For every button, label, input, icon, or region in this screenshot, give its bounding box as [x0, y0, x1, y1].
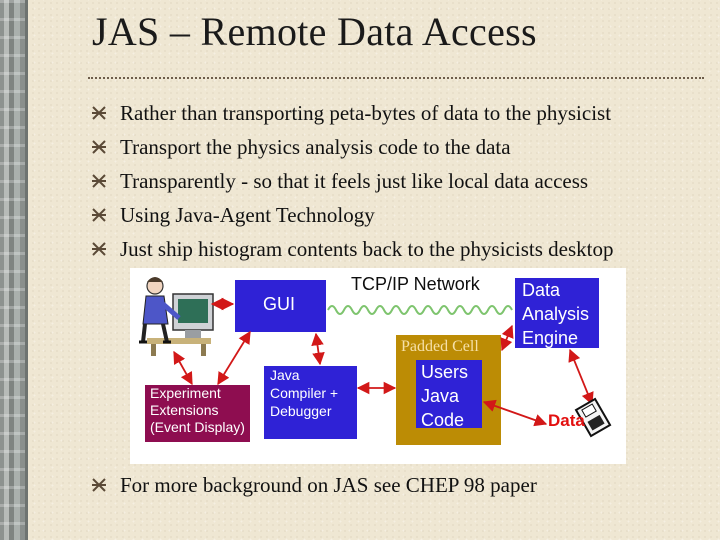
arrow-gui-compiler [311, 332, 325, 366]
arrow-gui-experiment [217, 330, 251, 386]
bullet-list: Rather than transporting peta-bytes of d… [92, 96, 613, 266]
experiment-label: Extensions [150, 402, 219, 418]
compiler-label: Compiler + [270, 385, 339, 401]
arrow-pc-experiment [173, 350, 193, 386]
compiler-label: Java [270, 367, 300, 383]
bullet-star-icon [92, 242, 106, 256]
title-divider [88, 77, 704, 79]
bullet-star-icon [92, 208, 106, 222]
data-disk-icon [574, 397, 612, 438]
bullet-text: Transparently - so that it feels just li… [120, 168, 589, 193]
arrow-engine-padded [500, 324, 514, 352]
physicist-workstation-icon [139, 277, 214, 356]
bullet-star-icon [92, 140, 106, 154]
bullet-text: Transport the physics analysis code to t… [120, 134, 511, 159]
network-label: TCP/IP Network [351, 274, 480, 294]
analysis-engine-label: Data [522, 280, 561, 300]
bullet-star-icon [92, 106, 106, 120]
experiment-label: Experiment [150, 385, 221, 401]
bullet-text: For more background on JAS see CHEP 98 p… [120, 472, 537, 497]
users-code-label: Users [421, 362, 469, 382]
compiler-label: Debugger [270, 403, 332, 419]
users-code-label: Code [421, 410, 465, 430]
bullet-item: Using Java-Agent Technology [92, 198, 613, 232]
bullet-item: Transport the physics analysis code to t… [92, 130, 613, 164]
bullet-item: For more background on JAS see CHEP 98 p… [92, 468, 537, 502]
bullet-star-icon [92, 478, 106, 492]
experiment-label: (Event Display) [150, 419, 245, 435]
data-label: Data [548, 411, 585, 430]
network-wave [327, 305, 513, 315]
bullet-text: Just ship histogram contents back to the… [120, 236, 614, 261]
bullet-text: Using Java-Agent Technology [120, 202, 375, 227]
users-code-box: Users Java Code [416, 360, 482, 430]
users-code-label: Java [421, 386, 460, 406]
gui-box: GUI [235, 280, 326, 332]
architecture-diagram: GUI TCP/IP Network Data Analysis Engine … [130, 268, 626, 464]
bullet-item: Transparently - so that it feels just li… [92, 164, 613, 198]
analysis-engine-label: Analysis [522, 304, 590, 324]
arrow-users-data [482, 399, 548, 427]
gui-label: GUI [263, 294, 296, 314]
arrow-engine-data [568, 348, 594, 406]
slide-binding-edge [0, 0, 28, 540]
bullet-star-icon [92, 174, 106, 188]
analysis-engine-box: Data Analysis Engine [515, 278, 599, 348]
compiler-box: Java Compiler + Debugger [264, 366, 357, 439]
diagram-connectors [173, 297, 612, 438]
experiment-box: Experiment Extensions (Event Display) [145, 385, 250, 442]
analysis-engine-label: Engine [522, 328, 579, 348]
bullet-text: Rather than transporting peta-bytes of d… [120, 100, 612, 125]
padded-cell-label: Padded Cell [401, 338, 479, 355]
bullet-list-footer: For more background on JAS see CHEP 98 p… [92, 468, 537, 502]
bullet-item: Just ship histogram contents back to the… [92, 232, 613, 266]
bullet-item: Rather than transporting peta-bytes of d… [92, 96, 613, 130]
slide-title: JAS – Remote Data Access [92, 9, 537, 54]
